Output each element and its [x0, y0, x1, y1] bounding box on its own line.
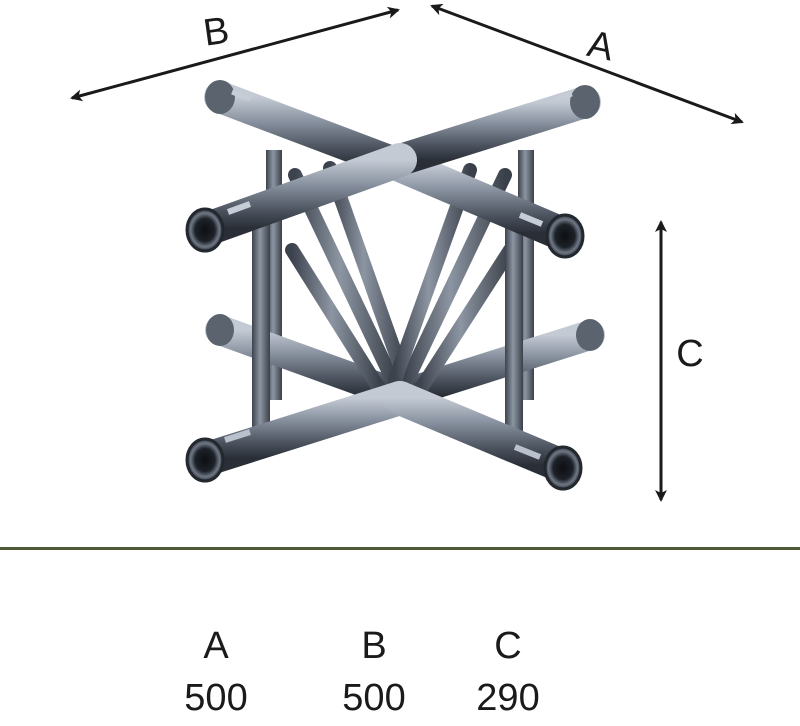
spec-header-c: C	[494, 625, 522, 667]
spec-value-a: 500	[184, 677, 248, 719]
lower-chord-front	[193, 381, 577, 482]
truss-cross-junction	[185, 80, 605, 491]
spec-header-a: A	[203, 625, 229, 667]
spec-value-c: 290	[476, 677, 540, 719]
dimension-label-b: B	[201, 10, 232, 55]
dimension-arrow-a	[430, 3, 744, 125]
section-divider	[0, 547, 800, 550]
dimension-label-a: A	[584, 23, 618, 69]
spec-value-row: 500 500 290	[0, 678, 800, 718]
tube-end-openings	[185, 207, 585, 491]
vertical-post-front	[252, 215, 523, 445]
spec-header-b: B	[361, 625, 387, 667]
spec-header-row: A B C	[0, 626, 800, 666]
spec-value-b: 500	[342, 677, 406, 719]
upper-chords	[193, 80, 601, 250]
dimension-label-c: C	[676, 333, 703, 375]
dimension-arrow-b	[70, 6, 400, 102]
